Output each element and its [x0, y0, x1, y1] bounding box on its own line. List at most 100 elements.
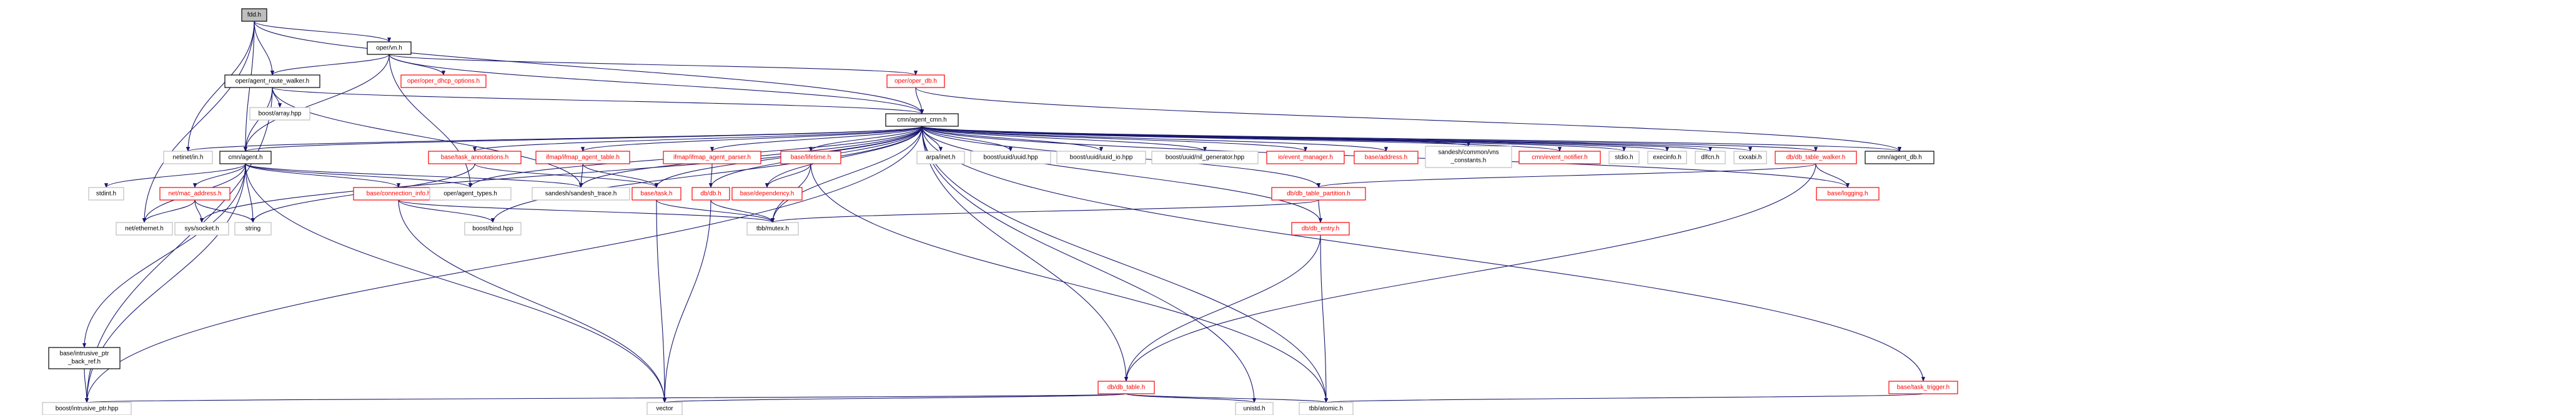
include-edge	[245, 163, 667, 403]
node-io-event[interactable]: io/event_manager.h	[1266, 151, 1345, 164]
node-box	[916, 151, 965, 164]
include-edge	[921, 126, 1103, 152]
node-box	[174, 222, 229, 236]
node-arpa-inet: arpa/inet.h	[916, 151, 965, 164]
node-label: base/dependency.h	[740, 191, 795, 198]
node-label: oper/vn.h	[376, 45, 402, 52]
include-edge	[1324, 393, 1924, 403]
node-label: base/intrusive_ptr	[60, 351, 110, 358]
node-label: dlfcn.h	[1701, 154, 1719, 161]
include-edge	[244, 126, 923, 152]
node-sandesh-trace: sandesh/sandesh_trace.h	[532, 187, 630, 201]
include-edge	[810, 163, 1329, 403]
include-edge	[656, 199, 775, 223]
node-box	[1608, 151, 1640, 164]
node-ifmap-parser[interactable]: ifmap/ifmap_agent_parser.h	[663, 151, 761, 164]
node-label: fdd.h	[247, 12, 261, 19]
node-box	[1271, 187, 1366, 201]
node-connection-info[interactable]: base/connection_info.h	[353, 187, 444, 201]
edge-layer	[82, 21, 1926, 403]
node-label: oper/agent_route_walker.h	[235, 78, 309, 85]
node-cmn-agent-cmn[interactable]: cmn/agent_cmn.h	[885, 113, 959, 127]
node-label: cmn/agent.h	[228, 154, 262, 161]
node-dhcp[interactable]: oper/oper_dhcp_options.h	[400, 74, 487, 88]
include-edge	[663, 393, 1127, 403]
include-edge	[490, 126, 923, 223]
node-tbb-atomic: tbb/atomic.h	[1299, 402, 1354, 415]
node-box	[116, 222, 173, 236]
node-label: _back_ref.h	[67, 359, 101, 366]
node-label: boost/uuid/uuid_io.hpp	[1070, 154, 1133, 161]
node-box	[532, 187, 630, 201]
include-edge	[771, 199, 1319, 223]
node-task-annotations[interactable]: base/task_annotations.h	[428, 151, 522, 164]
node-task-trigger[interactable]: base/task_trigger.h	[1888, 381, 1958, 394]
node-vn[interactable]: oper/vn.h	[367, 41, 412, 55]
node-box	[1056, 151, 1146, 164]
node-db-walker[interactable]: db/db_table_walker.h	[1775, 151, 1857, 164]
node-label: sandesh/common/vns	[1438, 149, 1499, 156]
node-base-address[interactable]: base/address.h	[1354, 151, 1419, 164]
include-edge	[398, 199, 667, 403]
node-event-notifier[interactable]: cmn/event_notifier.h	[1518, 151, 1601, 164]
node-box	[429, 187, 512, 201]
node-execinfo: execinfo.h	[1647, 151, 1687, 164]
node-db-partition[interactable]: db/db_table_partition.h	[1271, 187, 1366, 201]
node-lifetime[interactable]: base/lifetime.h	[780, 151, 841, 164]
node-oper-db[interactable]: oper/oper_db.h	[886, 74, 945, 88]
node-box	[249, 107, 310, 121]
node-box	[632, 187, 681, 201]
node-box	[1888, 381, 1958, 394]
include-edge	[194, 199, 204, 223]
include-edge	[578, 163, 583, 188]
node-db-db[interactable]: db/db.h	[691, 187, 730, 201]
node-label: base/connection_info.h	[367, 191, 431, 198]
node-label: arpa/inet.h	[926, 154, 955, 161]
include-edge	[245, 163, 583, 188]
include-edge	[921, 126, 1307, 152]
node-box	[1775, 151, 1857, 164]
node-db-entry[interactable]: db/db_entry.h	[1291, 222, 1350, 236]
node-label: db/db_entry.h	[1302, 226, 1339, 232]
node-root[interactable]: fdd.h	[241, 8, 267, 22]
node-agent-types: oper/agent_types.h	[429, 187, 512, 201]
node-cmn-agent-db[interactable]: cmn/agent_db.h	[1865, 151, 1934, 164]
include-edge	[245, 163, 472, 188]
node-base-logging[interactable]: base/logging.h	[1816, 187, 1880, 201]
node-box	[970, 151, 1051, 164]
node-mac-address[interactable]: net/mac_address.h	[159, 187, 230, 201]
node-ifmap-agent-table[interactable]: ifmap/ifmap_agent_table.h	[535, 151, 630, 164]
include-edge	[921, 126, 1323, 223]
include-edge	[245, 163, 255, 223]
node-box	[1291, 222, 1350, 236]
node-box	[241, 8, 267, 22]
include-edge	[921, 126, 1388, 152]
node-label: base/address.h	[1365, 154, 1407, 161]
node-box	[885, 113, 959, 127]
node-intrusive-ref[interactable]: base/intrusive_ptr_back_ref.h	[48, 347, 121, 369]
include-edge	[921, 126, 1669, 152]
node-db-table[interactable]: db/db_table.h	[1097, 381, 1155, 394]
node-route-walker[interactable]: oper/agent_route_walker.h	[224, 74, 320, 88]
node-cmn-agent[interactable]: cmn/agent.h	[219, 151, 272, 164]
include-edge	[84, 126, 923, 403]
include-edge	[389, 54, 924, 114]
node-label: base/task_trigger.h	[1897, 384, 1950, 391]
node-boost-array: boost/array.hpp	[249, 107, 310, 121]
node-label: oper/agent_types.h	[443, 191, 497, 198]
node-label: cmn/agent_db.h	[1877, 154, 1922, 161]
node-label: boost/intrusive_ptr.hpp	[56, 406, 119, 412]
include-edge	[142, 21, 255, 223]
node-box	[224, 74, 320, 88]
include-edge	[1815, 163, 1850, 188]
node-label: base/logging.h	[1827, 191, 1868, 198]
node-label: tbb/mutex.h	[756, 226, 789, 232]
node-label: base/task_annotations.h	[441, 154, 508, 161]
include-edge	[398, 199, 495, 223]
include-edge	[272, 87, 282, 108]
node-base-task[interactable]: base/task.h	[632, 187, 681, 201]
include-edge	[84, 368, 89, 403]
include-edge	[82, 163, 246, 348]
node-base-dependency[interactable]: base/dependency.h	[731, 187, 803, 201]
